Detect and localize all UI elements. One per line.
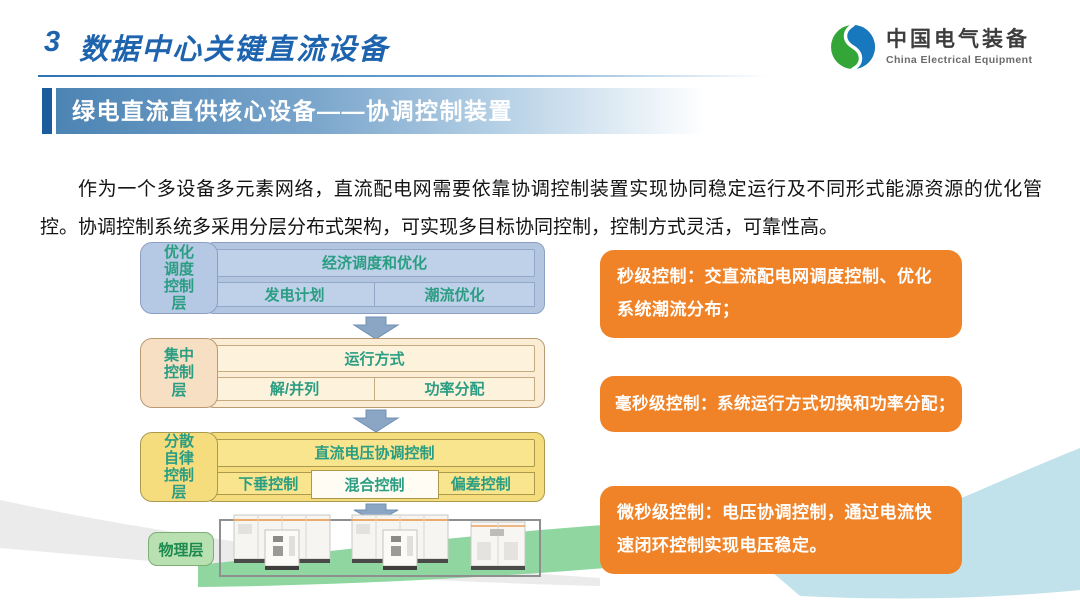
equipment-cabinet-image [470, 521, 526, 570]
title-underline [38, 75, 768, 77]
page-title-text: 数据中心关键直流设备 [79, 34, 390, 66]
section-banner-title: 绿电直流直供核心设备——协调控制装置 [56, 88, 706, 134]
company-logo-icon [831, 24, 875, 70]
layer-label-physical: 物理层 [148, 532, 214, 566]
intro-paragraph: 作为一个多设备多元素网络，直流配电网需要依靠协调控制装置实现协同稳定运行及不同形… [40, 179, 1042, 238]
callout-millisecond-level-control: 毫秒级控制：系统运行方式切换和功率分配； [600, 376, 962, 433]
section-banner: 绿电直流直供核心设备——协调控制装置 [42, 88, 706, 134]
diagram-sub-row: 解/并列 功率分配 [214, 376, 535, 401]
diagram-cell: 混合控制 [310, 469, 439, 499]
diagram-cell: 潮流优化 [374, 282, 534, 306]
callout-microsecond-level-control: 微秒级控制：电压协调控制，通过电流快速闭环控制实现电压稳定。 [600, 486, 962, 575]
company-name-en: China Electrical Equipment [886, 54, 1033, 67]
down-arrow-icon [352, 316, 400, 340]
slide-number: 3 [44, 26, 63, 58]
diagram-cell: 经济调度和优化 [214, 249, 535, 277]
diagram-sub-row: 发电计划 潮流优化 [214, 281, 535, 307]
section-banner-accent-bar [42, 88, 52, 134]
layer-optimization-dispatch: 优化调度控制层 经济调度和优化 发电计划 潮流优化 [140, 242, 545, 314]
equipment-cabinet-image [233, 514, 331, 570]
diagram-cell: 直流电压协调控制 [214, 439, 535, 467]
diagram-cell: 运行方式 [214, 345, 535, 372]
layer-box: 运行方式 解/并列 功率分配 [204, 338, 545, 408]
diagram-cell: 功率分配 [374, 377, 534, 400]
layer-centralized-control: 集中控制层 运行方式 解/并列 功率分配 [140, 338, 545, 408]
company-logo: 中国电气装备 China Electrical Equipment [830, 24, 1032, 70]
equipment-cabinet-image [351, 514, 449, 570]
page-title: 3 数据中心关键直流设备 [44, 26, 389, 68]
diagram-sub-row: 下垂控制 混合控制 偏差控制 [214, 469, 535, 499]
layer-box: 直流电压协调控制 下垂控制 混合控制 偏差控制 [204, 432, 545, 502]
diagram-cell: 偏差控制 [426, 471, 535, 495]
layer-label: 优化调度控制层 [140, 242, 218, 314]
down-arrow-icon [352, 409, 400, 433]
physical-layer-box [219, 514, 541, 577]
layer-label: 分散自律控制层 [140, 432, 218, 502]
layer-label: 集中控制层 [140, 338, 218, 408]
company-name-cn: 中国电气装备 [886, 27, 1030, 51]
diagram-cell: 下垂控制 [214, 471, 323, 495]
layer-distributed-autonomous-control: 分散自律控制层 直流电压协调控制 下垂控制 混合控制 偏差控制 [140, 432, 545, 502]
diagram-cell: 发电计划 [264, 286, 325, 304]
company-logo-text: 中国电气装备 China Electrical Equipment [886, 28, 1032, 66]
layer-box: 经济调度和优化 发电计划 潮流优化 [204, 242, 545, 314]
callout-second-level-control: 秒级控制：交直流配电网调度控制、优化系统潮流分布； [600, 250, 962, 339]
diagram-cell: 解/并列 [269, 381, 320, 399]
